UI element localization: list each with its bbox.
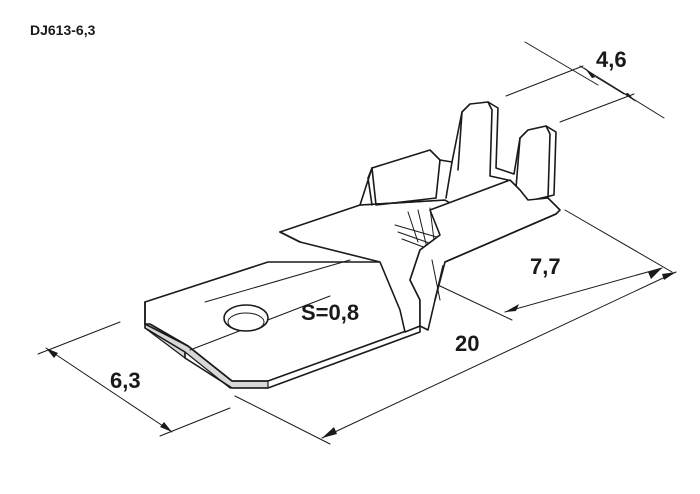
- tab-width-label: 6,3: [110, 368, 141, 393]
- dimension-tab-width: [37, 321, 231, 437]
- crimp-length-label: 7,7: [530, 254, 561, 279]
- thickness-label: S=0,8: [301, 300, 360, 325]
- dimension-total-length: [234, 271, 677, 445]
- total-length-label: 20: [455, 331, 480, 356]
- part-code: DJ613-6,3: [30, 22, 96, 38]
- dimension-crimp-length: [439, 209, 673, 321]
- tab-blade: [144, 259, 421, 389]
- crimp-width-label: 4,6: [596, 47, 627, 72]
- crimp-wings: [359, 101, 561, 331]
- dimension-crimp-width: [505, 41, 665, 123]
